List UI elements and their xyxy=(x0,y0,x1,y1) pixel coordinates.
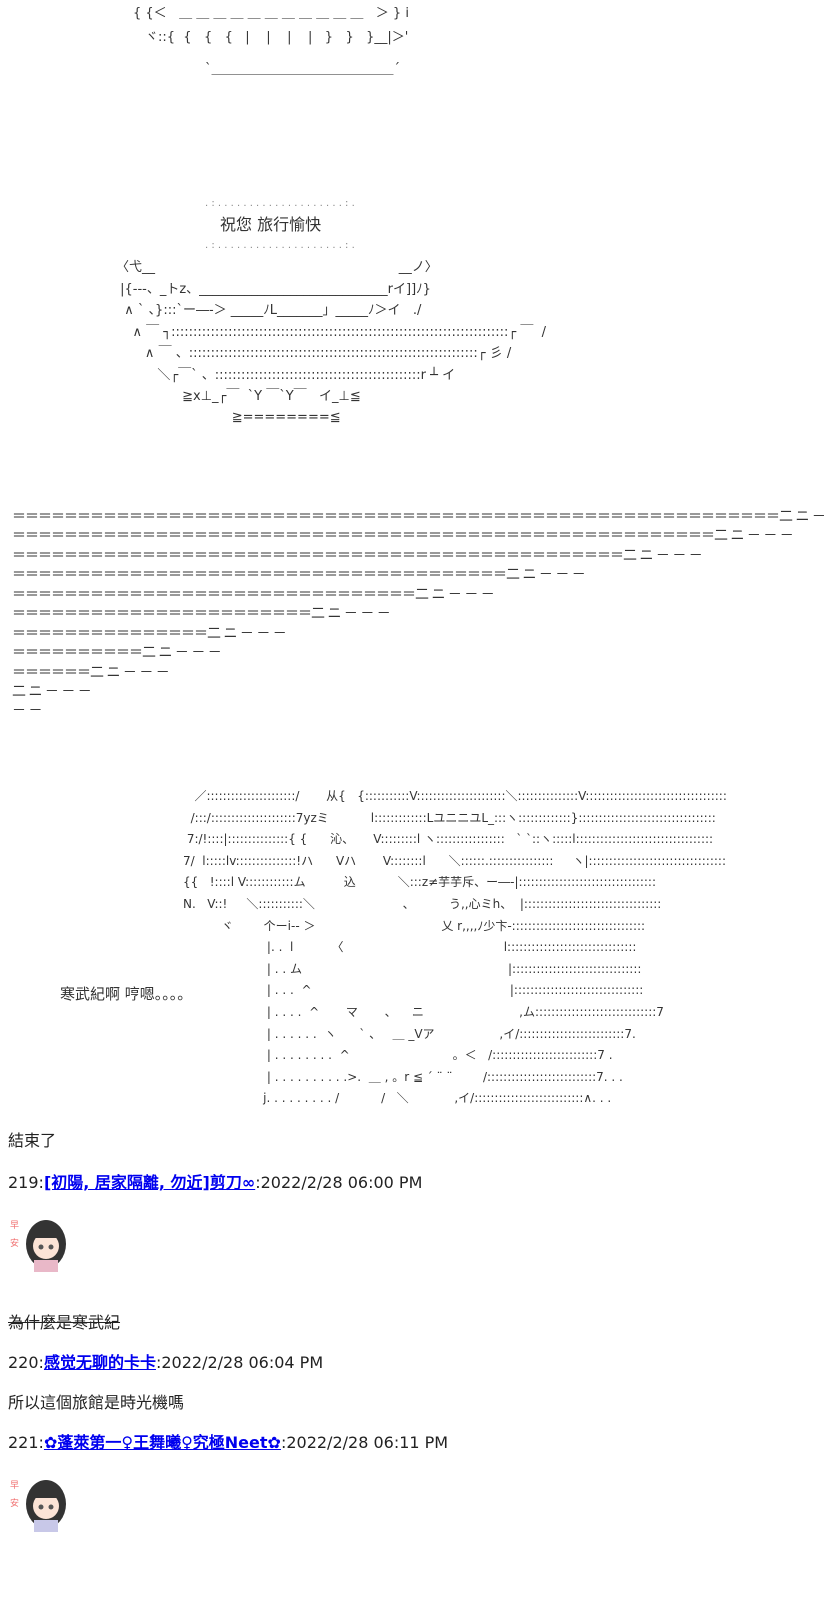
ascii-art-line: ＝＝＝＝＝＝＝＝＝＝＝＝＝＝＝＝＝＝＝＝＝＝＝＝＝＝＝＝＝＝＝＝＝＝＝＝＝＝＝＝… xyxy=(12,509,830,525)
ascii-art-line: ≧========≦ xyxy=(116,410,341,425)
ascii-art-line: /:::/:::::::::::::::::::::7yzミ l::::::::… xyxy=(183,810,716,825)
post-timestamp: 2022/2/28 06:04 PM xyxy=(161,1353,324,1372)
ascii-art-line: |{---、_トz、_____________________________r… xyxy=(116,282,431,297)
ascii-art-line: ＝＝＝＝＝＝＝＝＝＝＝＝＝＝＝＝＝＝＝＝＝＝＝二 ニ － － － xyxy=(12,606,391,622)
ascii-art-line: ＝＝＝＝＝＝＝＝＝＝＝＝＝＝＝＝＝＝＝＝＝＝＝＝＝＝＝＝＝＝＝＝＝＝＝＝＝＝＝＝… xyxy=(12,548,703,564)
post-body: 結束了 xyxy=(8,1131,57,1150)
ascii-art-line: 二 ニ － － － xyxy=(12,684,92,700)
ascii-art-line: ＝＝＝＝＝＝＝＝＝＝＝＝＝＝＝二 ニ － － － xyxy=(12,626,287,642)
ascii-art-line: | . . . . ^ マ 、 ニ ,ム::::::::::::::::::::… xyxy=(183,1005,664,1019)
art-caption: 寒武紀啊 哼嗯。。。。 xyxy=(60,985,193,1003)
ascii-art-line: j. . . . . . . . . / / ＼ ,イ/::::::::::::… xyxy=(183,1091,612,1106)
post-number: 219 xyxy=(8,1173,39,1192)
post-author-link[interactable]: ✿蓬萊第一♀王舞曦♀究極Neet✿ xyxy=(43,1433,281,1452)
ascii-art-line: | . . . . . . . . ^ 。＜ /::::::::::::::::… xyxy=(183,1048,613,1063)
ascii-art-line: N. V::! ＼:::::::::::＼ 、 う,,心ミh、 |:::::::… xyxy=(183,897,662,911)
ascii-art-line: ＝＝＝＝＝＝＝＝＝＝二 ニ － － － xyxy=(12,645,222,661)
post-header-220: 220:感觉无聊的卡卡:2022/2/28 06:04 PM xyxy=(8,1353,324,1372)
ascii-art-line: ∧ ` 、}:::`ー―-＞ _____ﾉL_______」_____ﾉ＞イ .… xyxy=(116,303,422,318)
ascii-art-line: ＝＝＝＝＝＝二 ニ － － － xyxy=(12,665,170,681)
ascii-art-line: {{ !::::l V::::::::::::ム 込 ＼:::z≠芋芋斥、ー―-… xyxy=(183,875,657,890)
ascii-art-line: ／::::::::::::::::::::::/ 从{ {:::::::::::… xyxy=(183,789,727,803)
post-header-219: 219:[初陽, 居家隔離, 勿近]剪刀∞:2022/2/28 06:00 PM xyxy=(8,1173,423,1192)
ascii-art-line: | . . . . . . ヽ ` 、 ＿ _Vア ,イ/:::::::::::… xyxy=(183,1026,636,1041)
post-author-link[interactable]: [初陽, 居家隔離, 勿近]剪刀∞ xyxy=(43,1173,256,1192)
ascii-art-line: ∧ ￣ 、:::::::::::::::::::::::::::::::::::… xyxy=(116,346,512,361)
ascii-art-line: ヾ 个ーi-- ＞ 乂 r,,,,ﾉ少卞-:::::::::::::::::::… xyxy=(183,918,646,933)
ascii-art-line: |. . l 〈 l::::::::::::::::::::::::::::::… xyxy=(183,940,637,955)
ascii-art-line: | . . . ^ |:::::::::::::::::::::::::::::… xyxy=(183,983,644,998)
ascii-art-top-line: `＿＿＿＿＿＿＿＿＿＿＿＿＿＿´ xyxy=(205,62,401,77)
svg-text:安: 安 xyxy=(10,1237,19,1249)
ascii-art-line: ＝＝＝＝＝＝＝＝＝＝＝＝＝＝＝＝＝＝＝＝＝＝＝＝＝＝＝＝＝＝＝＝＝＝＝＝＝＝＝＝… xyxy=(12,528,794,544)
avatar: 早 安 xyxy=(10,1480,66,1532)
ascii-art-top-line: { {＜ ＿ ＿ ＿ ＿ ＿ ＿ ＿ ＿ ＿ ＿ ＿ ＞ } i xyxy=(133,6,409,21)
ascii-art-line: 7/ l:::::lv:::::::::::::::!ハ Vハ V:::::::… xyxy=(183,853,727,868)
post-timestamp: 2022/2/28 06:00 PM xyxy=(260,1173,423,1192)
svg-text:早: 早 xyxy=(10,1480,19,1491)
post-body: 所以這個旅館是時光機嗎 xyxy=(8,1393,185,1412)
post-timestamp: 2022/2/28 06:11 PM xyxy=(286,1433,449,1452)
post-number: 221 xyxy=(8,1433,39,1452)
ascii-art-line: － － xyxy=(12,703,42,719)
ascii-art-line: ＼┌￣` 、::::::::::::::::::::::::::::::::::… xyxy=(116,368,456,383)
ascii-art-line: 〈弋__ __ノ〉 xyxy=(116,260,438,275)
svg-text:安: 安 xyxy=(10,1497,19,1509)
svg-text:早: 早 xyxy=(10,1220,19,1231)
ascii-art-line: ＝＝＝＝＝＝＝＝＝＝＝＝＝＝＝＝＝＝＝＝＝＝＝＝＝＝＝＝＝＝＝二 ニ － － － xyxy=(12,587,495,603)
post-author-link[interactable]: 感觉无聊的卡卡 xyxy=(43,1353,156,1372)
greeting-dots: . : . . . . . . . . . . . . . . . . . . … xyxy=(205,240,355,251)
post-number: 220 xyxy=(8,1353,39,1372)
greeting-message: 祝您 旅行愉快 xyxy=(220,215,322,234)
greeting-dots: . : . . . . . . . . . . . . . . . . . . … xyxy=(205,198,355,209)
ascii-art-line: ∧ ￣ ┐:::::::::::::::::::::::::::::::::::… xyxy=(116,325,546,340)
post-body: 為什麼是寒武紀 xyxy=(8,1313,121,1332)
ascii-art-line: ≧x⊥_┌￣ `Y ￣`Y￣ イ_⊥≦ xyxy=(116,389,361,404)
ascii-art-top-line: ＝ ＝ ＝ ＝＝＝＝＝＝＝＝＝＝＝＝ ＝ ＝ ＝ ＝ xyxy=(180,0,456,8)
avatar: 早 安 xyxy=(10,1220,66,1272)
ascii-art-line: | . . ム |:::::::::::::::::::::::::::::::… xyxy=(183,961,642,976)
ascii-art-line: | . . . . . . . . . .>. ＿ , 。r ≦ ´ ¨ ¨ /… xyxy=(183,1069,623,1084)
ascii-art-line: 7:/!::::|:::::::::::::::{ { 沁、 V::::::::… xyxy=(183,832,714,847)
ascii-art-top-line: ヾ::{ { { { | | | | } } }__|＞' xyxy=(145,30,409,45)
ascii-art-line: ＝＝＝＝＝＝＝＝＝＝＝＝＝＝＝＝＝＝＝＝＝＝＝＝＝＝＝＝＝＝＝＝＝＝＝＝＝＝二 … xyxy=(12,567,586,583)
post-header-221: 221:✿蓬萊第一♀王舞曦♀究極Neet✿:2022/2/28 06:11 PM xyxy=(8,1433,449,1452)
